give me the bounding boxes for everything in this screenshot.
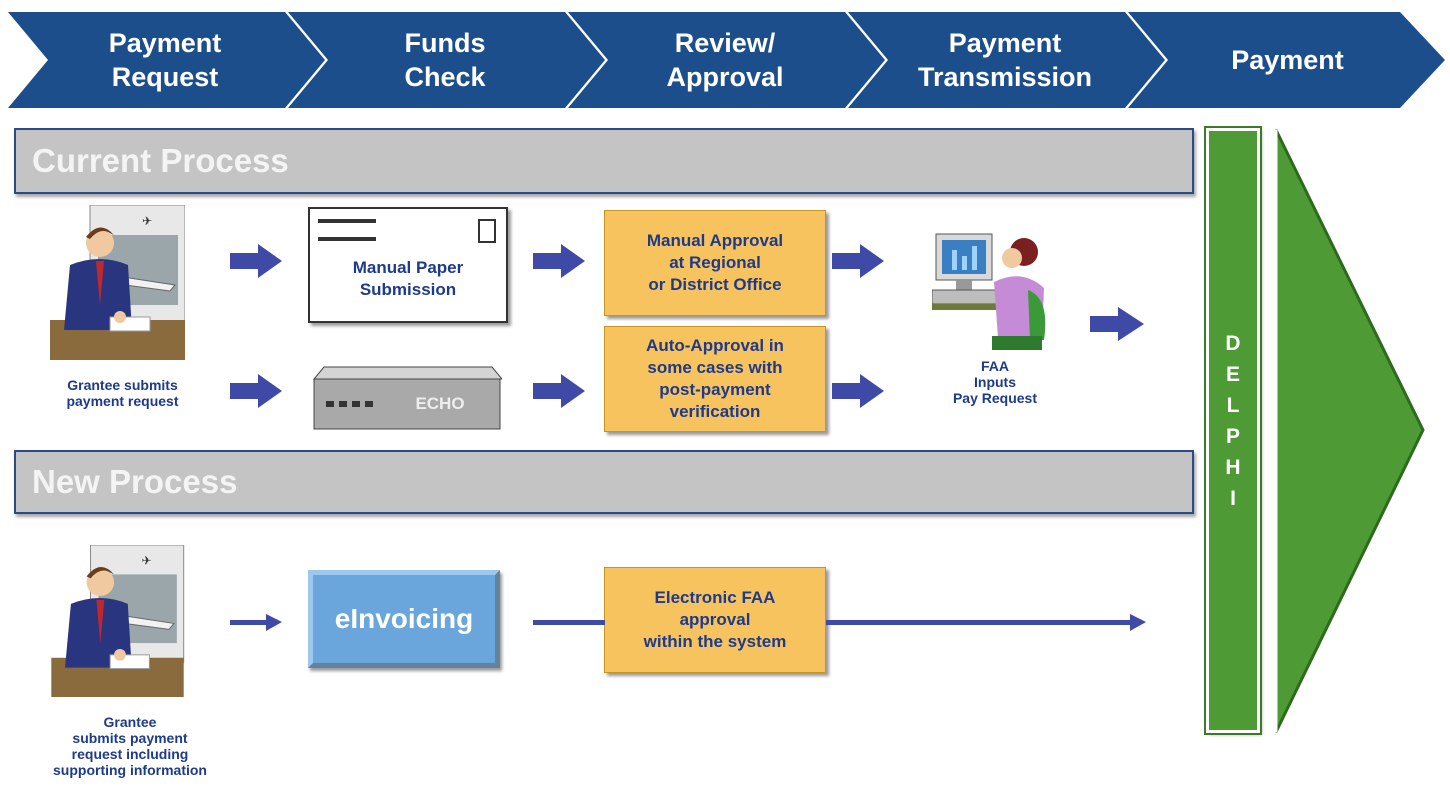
phase-chevron-4 [848,12,1165,108]
einvoicing-box: eInvoicing [308,570,500,668]
new-process-banner: New Process [14,450,1194,514]
phase-label-payment: Payment [1231,44,1344,75]
arrow-right-icon [832,374,884,408]
delphi-label: D E L P H I [1225,332,1241,510]
grantee-figure-icon: ✈ [51,545,185,697]
new-grantee-caption: Grantee submits payment request includin… [53,714,207,778]
phase-chevron-2 [288,12,605,108]
current-process-arrows [230,244,1144,408]
phase-label-payment-request: Payment Request [108,27,222,92]
echo-label: ECHO [415,394,465,413]
arrow-right-icon [230,374,282,408]
phase-chevrons [8,12,1445,108]
current-grantee-caption: Grantee submits payment request [66,377,179,409]
paper-submission-envelope: Manual Paper Submission [308,207,508,323]
arrow-right-icon [533,244,585,278]
phase-label-review-approval: Review/ Approval [666,27,784,92]
faa-operator-icon [932,233,1046,350]
svg-text:✈: ✈ [142,214,152,228]
auto-approval-box: Auto-Approval in some cases with post-pa… [604,326,826,432]
envelope-address-lines [318,219,376,241]
delphi-bar: D E L P H I [1204,126,1262,735]
current-process-banner: Current Process [14,128,1194,194]
payment-arrow-icon [1274,129,1425,733]
einvoicing-label: eInvoicing [334,603,474,634]
phase-chevron-3 [568,12,885,108]
new-process-arrows [230,614,1146,631]
paper-submission-label: Manual Paper Submission [352,258,464,299]
arrow-right-icon [533,374,585,408]
arrow-right-icon [832,244,884,278]
envelope-stamp [478,219,496,243]
grantee-figure-icon: ✈ [50,205,185,360]
arrow-right-icon [1090,307,1144,341]
arrow-right-icon [266,614,282,631]
echo-device-icon [312,366,502,430]
faa-inputs-caption: FAA Inputs Pay Request [952,358,1038,406]
arrow-right-icon [1130,614,1146,631]
manual-approval-box: Manual Approval at Regional or District … [604,210,826,316]
phase-label-funds-check: Funds Check [404,27,486,92]
svg-text:✈: ✈ [142,554,152,568]
phase-chevron-5 [1128,12,1445,108]
phase-chevron-1 [8,12,325,108]
electronic-approval-box: Electronic FAA approval within the syste… [604,567,826,673]
phase-label-payment-transmission: Payment Transmission [917,27,1093,92]
arrow-right-icon [230,244,282,278]
